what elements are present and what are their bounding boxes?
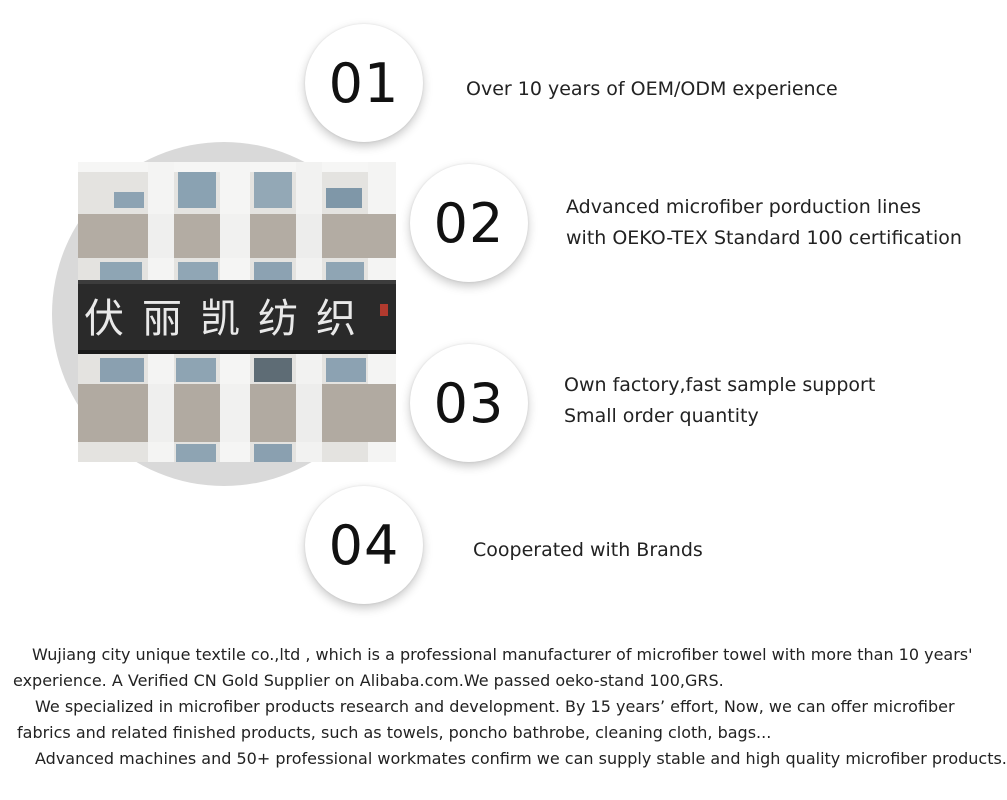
feature-04-text: Cooperated with Brands <box>473 535 703 566</box>
feature-number: 04 <box>328 513 400 577</box>
feature-number: 03 <box>433 371 505 435</box>
number-circle-03: 03 <box>410 344 528 462</box>
feature-line: Own factory,fast sample support <box>564 374 876 396</box>
feature-line: Small order quantity <box>564 405 759 427</box>
number-circle-01: 01 <box>305 24 423 142</box>
feature-number: 01 <box>328 51 400 115</box>
company-description: Wujiang city unique textile co.,ltd , wh… <box>0 642 1007 772</box>
feature-line: with OEKO-TEX Standard 100 certification <box>566 227 962 249</box>
description-line: Advanced machines and 50+ professional w… <box>35 749 1007 768</box>
feature-03-text: Own factory,fast sample support Small or… <box>564 370 875 432</box>
description-line: fabrics and related finished products, s… <box>17 723 772 742</box>
number-circle-02: 02 <box>410 164 528 282</box>
feature-01-text: Over 10 years of OEM/ODM experience <box>466 74 838 105</box>
feature-line: Cooperated with Brands <box>473 539 703 561</box>
feature-line: Over 10 years of OEM/ODM experience <box>466 78 838 100</box>
feature-02-text: Advanced microfiber porduction lines wit… <box>566 192 962 254</box>
factory-building-image: 伏丽凯纺织 <box>78 162 396 462</box>
description-line: We specialized in microfiber products re… <box>35 697 955 716</box>
feature-line: Advanced microfiber porduction lines <box>566 196 922 218</box>
description-line: experience. A Verified CN Gold Supplier … <box>13 671 724 690</box>
description-line: Wujiang city unique textile co.,ltd , wh… <box>32 645 973 664</box>
photo-sign-text: 伏丽凯纺织 <box>84 296 374 342</box>
feature-number: 02 <box>433 191 505 255</box>
factory-building-photo: 伏丽凯纺织 <box>78 162 396 462</box>
number-circle-04: 04 <box>305 486 423 604</box>
